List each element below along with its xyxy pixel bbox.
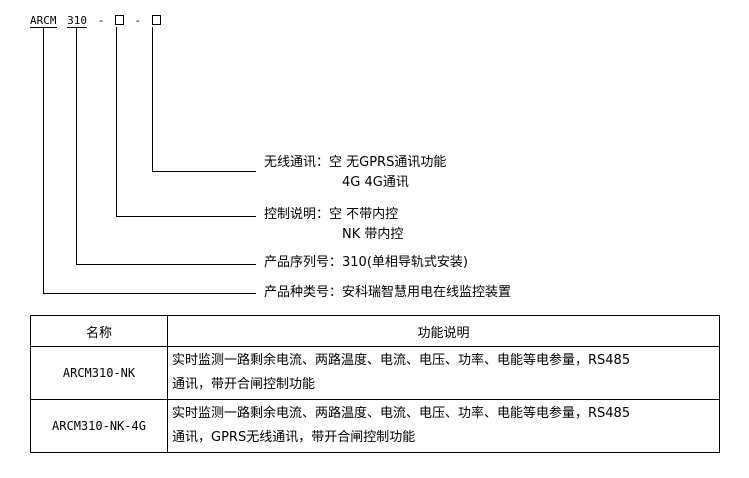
connector-type-v	[43, 27, 44, 294]
row-name: ARCM310-NK-4G	[30, 399, 168, 453]
row-function-line: 实时监测一路剩余电流、两路温度、电流、电压、功率、电能等电参量，RS485	[172, 353, 631, 368]
row-name: ARCM310-NK	[30, 346, 168, 400]
placeholder-box-wireless	[151, 15, 161, 25]
desc-wireless-line-2: 4G 4G通讯	[342, 175, 409, 190]
model-code: ARCM 310 - -	[30, 14, 161, 28]
row-function-line: 实时监测一路剩余电流、两路温度、电流、电压、功率、电能等电参量，RS485	[172, 406, 631, 421]
connector-series-v	[76, 27, 77, 265]
placeholder-box-control	[114, 15, 124, 25]
model-series: 310	[67, 14, 87, 28]
table-header-row: 名称 功能说明	[30, 315, 720, 347]
desc-wireless-label: 无线通讯：	[264, 155, 330, 170]
header-name: 名称	[30, 315, 168, 347]
row-function-line: 通讯，带开合闸控制功能	[172, 377, 316, 392]
desc-wireless: 无线通讯：空 无GPRS通讯功能 4G 4G通讯	[264, 153, 446, 193]
desc-control-line-2: NK 带内控	[342, 227, 404, 242]
desc-control: 控制说明：空 不带内控 NK 带内控	[264, 205, 403, 245]
connector-type-h	[43, 293, 256, 294]
connector-wireless-h	[152, 171, 256, 172]
function-table: 名称 功能说明 ARCM310-NK 实时监测一路剩余电流、两路温度、电流、电压…	[30, 315, 720, 453]
desc-control-line-1: 空 不带内控	[329, 207, 399, 222]
connector-wireless-v	[152, 27, 153, 172]
table-row: ARCM310-NK 实时监测一路剩余电流、两路温度、电流、电压、功率、电能等电…	[30, 346, 720, 400]
desc-series-label: 产品序列号：	[264, 255, 343, 270]
connector-control-h	[116, 216, 256, 217]
desc-type-label: 产品种类号：	[264, 285, 343, 300]
desc-type-line-1: 安科瑞智慧用电在线监控装置	[342, 285, 512, 300]
table-row: ARCM310-NK-4G 实时监测一路剩余电流、两路温度、电流、电压、功率、电…	[30, 399, 720, 453]
connector-control-v	[116, 27, 117, 217]
separator: -	[97, 14, 105, 27]
desc-control-label: 控制说明：	[264, 207, 330, 222]
desc-series-line-1: 310(单相导轨式安装)	[342, 255, 468, 270]
separator: -	[134, 14, 142, 27]
model-prefix: ARCM	[30, 14, 57, 28]
header-function: 功能说明	[167, 315, 720, 347]
desc-wireless-line-1: 空 无GPRS通讯功能	[329, 155, 447, 170]
row-function: 实时监测一路剩余电流、两路温度、电流、电压、功率、电能等电参量，RS485 通讯…	[167, 399, 720, 453]
desc-type: 产品种类号：安科瑞智慧用电在线监控装置	[264, 283, 511, 303]
desc-series: 产品序列号：310(单相导轨式安装)	[264, 253, 468, 273]
row-function-line: 通讯，GPRS无线通讯，带开合闸控制功能	[172, 430, 416, 445]
row-function: 实时监测一路剩余电流、两路温度、电流、电压、功率、电能等电参量，RS485 通讯…	[167, 346, 720, 400]
connector-series-h	[76, 264, 256, 265]
